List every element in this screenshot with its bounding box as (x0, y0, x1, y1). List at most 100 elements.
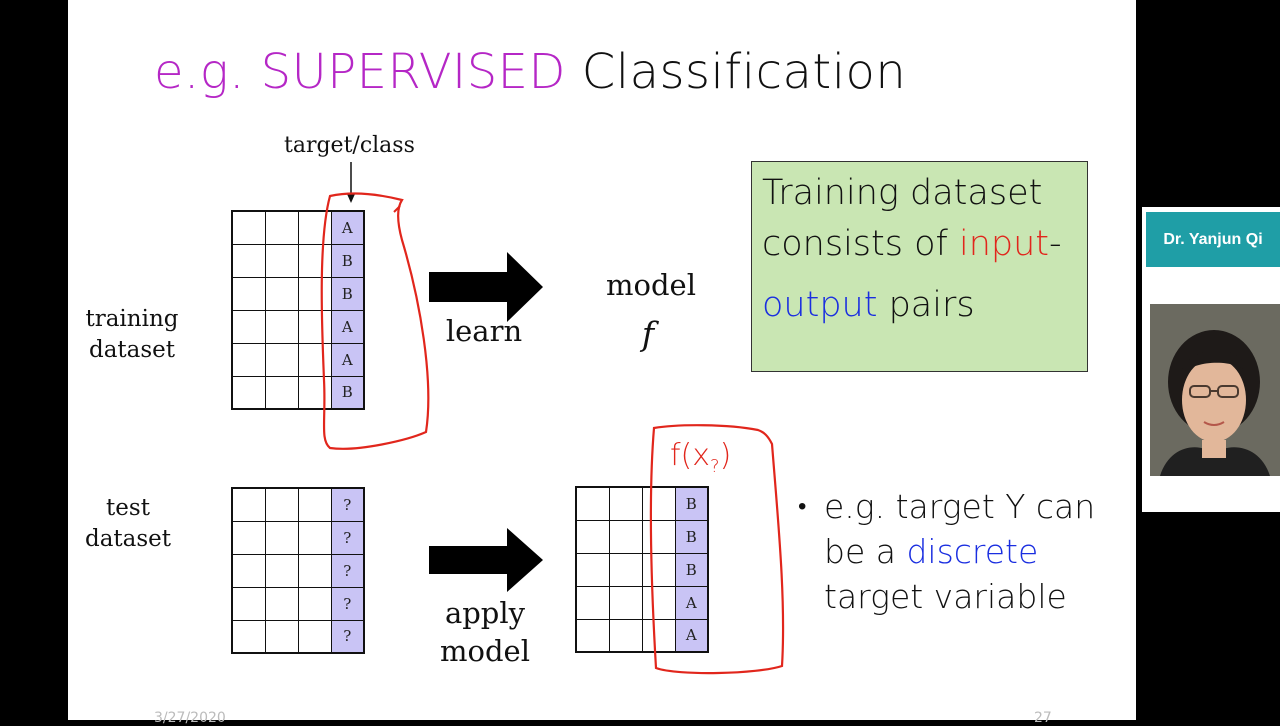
ink-tick (393, 205, 401, 213)
test-table: ????? (231, 487, 365, 654)
bullet-line3: target variable (824, 577, 1067, 616)
feature-cell (297, 487, 332, 522)
feature-cell (297, 342, 332, 377)
feature-cell (297, 619, 332, 654)
presenter-name: Dr. Yanjun Qi (1146, 212, 1280, 267)
fx-text: f(x (670, 438, 711, 473)
training-dataset-label: training dataset (78, 304, 186, 366)
slide: e.g. SUPERVISED Classification target/cl… (68, 0, 1136, 726)
presenter-video[interactable] (1150, 304, 1280, 476)
model-symbol: f (641, 314, 655, 353)
bullet-line2: be a discrete (824, 529, 1095, 574)
test-label-line2: dataset (84, 526, 172, 552)
apply-arrow-icon (429, 528, 543, 592)
footer-date: 3/27/2020 (154, 710, 226, 726)
test-label-line1: test (106, 495, 150, 521)
prediction-circle (649, 424, 785, 675)
bullet-dot-icon: • (798, 492, 807, 520)
class-cell: B (330, 276, 365, 311)
green-line1: Training dataset (762, 173, 1043, 213)
slide-title: e.g. SUPERVISED Classification (154, 44, 906, 100)
presenter-avatar (1150, 304, 1280, 476)
feature-cell (231, 309, 266, 344)
feature-cell (641, 552, 676, 587)
class-cell: ? (330, 553, 365, 588)
test-row: ? (231, 586, 365, 621)
green-line3: output pairs (762, 280, 1077, 331)
class-cell: ? (330, 586, 365, 621)
hyphen: - (1049, 223, 1062, 264)
test-row: ? (231, 553, 365, 588)
class-cell: A (674, 585, 709, 620)
apply-label-line2: model (440, 634, 530, 668)
feature-cell (575, 618, 610, 653)
learn-arrow-icon (429, 252, 543, 322)
learn-label: learn (445, 314, 523, 348)
class-cell: A (674, 618, 709, 653)
pairs-word: pairs (877, 284, 975, 325)
feature-cell (231, 375, 266, 410)
feature-cell (297, 375, 332, 410)
definition-box: Training dataset consists of input- outp… (751, 161, 1088, 372)
discrete-word: discrete (906, 532, 1039, 571)
class-cell: ? (330, 619, 365, 654)
target-class-label: target/class (284, 133, 415, 158)
predicted-row: A (575, 618, 709, 653)
training-class-circle (320, 192, 430, 450)
green-line2-text: consists of (762, 223, 959, 264)
apply-model-label: apply model (430, 594, 540, 670)
fx-annotation: f(x?) (670, 438, 731, 477)
fx-subscript: ? (710, 456, 720, 477)
feature-cell (641, 618, 676, 653)
feature-cell (264, 342, 299, 377)
class-cell: A (330, 342, 365, 377)
predicted-row: B (575, 519, 709, 554)
training-row: A (231, 342, 365, 377)
class-cell: B (330, 243, 365, 278)
bullet-line2-text: be a (824, 532, 907, 571)
feature-cell (641, 585, 676, 620)
apply-label-line1: apply (444, 596, 526, 630)
feature-cell (608, 585, 643, 620)
class-cell: B (674, 519, 709, 554)
title-rest: Classification (581, 44, 907, 100)
feature-cell (264, 243, 299, 278)
class-cell: A (330, 210, 365, 245)
class-cell: B (674, 486, 709, 521)
feature-cell (231, 342, 266, 377)
feature-cell (641, 486, 676, 521)
training-row: B (231, 375, 365, 410)
predicted-row: A (575, 585, 709, 620)
feature-cell (264, 309, 299, 344)
target-arrow-icon (347, 162, 355, 203)
training-row: B (231, 276, 365, 311)
feature-cell (641, 519, 676, 554)
training-label-line1: training (85, 306, 179, 332)
feature-cell (264, 619, 299, 654)
model-label: model (606, 268, 696, 302)
test-row: ? (231, 487, 365, 522)
output-word: output (762, 284, 878, 325)
bullet-text: e.g. target Y can be a discrete target v… (824, 484, 1095, 619)
bullet-line1: e.g. target Y can (824, 487, 1096, 526)
training-label-line2: dataset (88, 337, 176, 363)
feature-cell (231, 619, 266, 654)
footer-page: 27 (1034, 710, 1052, 726)
test-dataset-label: test dataset (78, 493, 178, 555)
class-cell: A (330, 309, 365, 344)
feature-cell (575, 552, 610, 587)
title-accent: e.g. SUPERVISED (154, 44, 566, 100)
input-word: input (958, 223, 1050, 264)
feature-cell (264, 375, 299, 410)
ink-annotations (320, 192, 785, 675)
fx-close: ) (719, 438, 732, 473)
feature-cell (297, 553, 332, 588)
training-row: B (231, 243, 365, 278)
feature-cell (231, 520, 266, 555)
class-cell: B (330, 375, 365, 410)
feature-cell (575, 585, 610, 620)
test-row: ? (231, 619, 365, 654)
class-cell: ? (330, 487, 365, 522)
